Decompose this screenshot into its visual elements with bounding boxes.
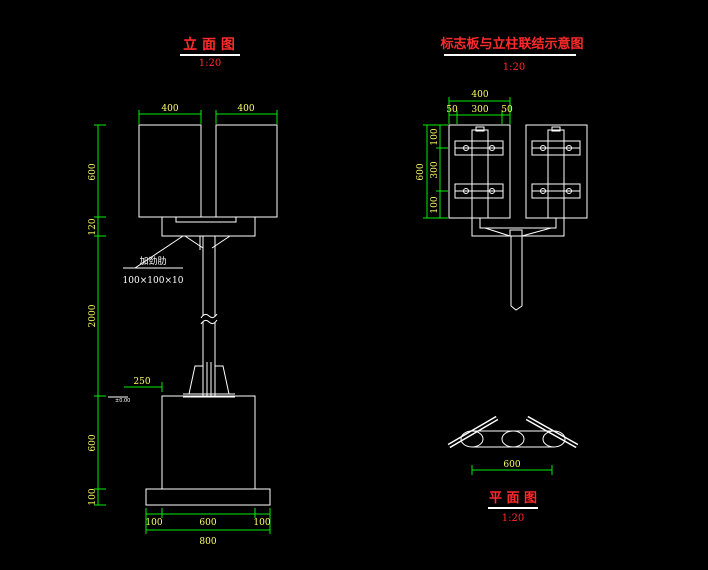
plan-title: 平 面 图 [489, 491, 537, 506]
foundation-base [145, 488, 271, 506]
dim-foundation-height: 600 [88, 434, 98, 451]
conn-top-dimensions [448, 97, 511, 124]
bracket [161, 216, 256, 250]
foundation-block [161, 395, 256, 490]
conn-seg-bot: 100 [430, 196, 440, 213]
rib-size-label: 100×100×10 [123, 276, 184, 286]
connection-title: 标志板与立柱联结示意图 [439, 36, 583, 52]
conn-left-margin: 50 [446, 105, 458, 115]
plan-dimension [471, 465, 553, 475]
conn-right-panel [525, 124, 588, 219]
conn-panel-height: 600 [416, 163, 426, 180]
offset-dimension [124, 382, 163, 392]
left-clamps [454, 126, 504, 219]
dim-pole-height: 2000 [88, 304, 98, 327]
elevation-title: 立 面 图 [183, 36, 235, 53]
dim-pole-offset: 250 [133, 377, 150, 387]
plan-scale: 1:20 [502, 513, 524, 524]
bottom-dimensions [145, 508, 271, 534]
right-sign-panel [215, 124, 278, 218]
conn-left-dimensions [423, 124, 448, 219]
elevation-scale: 1:20 [199, 58, 221, 69]
left-sign-panel [138, 124, 202, 218]
elevation-view: 立 面 图 1:20 [88, 36, 278, 547]
connection-view: 标志板与立柱联结示意图 1:20 [416, 36, 588, 311]
rib-label: 加劲肋 [139, 255, 166, 267]
plan-width: 600 [503, 460, 520, 470]
plan-view: 600 平 面 图 1:20 [447, 415, 579, 524]
dim-base-height: 100 [88, 488, 98, 505]
rib-leader-line [134, 235, 184, 269]
conn-pole [510, 236, 523, 311]
conn-seg-top: 100 [430, 128, 440, 145]
conn-seg-mid: 300 [430, 161, 440, 178]
dim-bottom-mid: 600 [199, 518, 216, 528]
right-clamps [531, 126, 581, 219]
ground-mark: ±0.00 [115, 398, 130, 404]
dim-bottom-left: 100 [145, 518, 162, 528]
dim-bottom-total: 800 [199, 537, 216, 547]
connection-scale: 1:20 [503, 62, 525, 73]
conn-mid-width: 300 [471, 105, 488, 115]
conn-bracket [471, 218, 565, 237]
dim-bracket-height: 120 [88, 218, 98, 235]
left-dimensions [94, 124, 106, 506]
top-right-width: 400 [237, 104, 254, 114]
rib-stiffener [183, 365, 235, 398]
top-dimensions [138, 110, 278, 124]
conn-left-panel [448, 124, 511, 219]
conn-total-width: 400 [471, 90, 488, 100]
conn-right-margin: 50 [501, 105, 513, 115]
dim-panel-height: 600 [88, 163, 98, 180]
plan-outline [447, 415, 579, 449]
top-left-width: 400 [161, 104, 178, 114]
dim-bottom-right: 100 [253, 518, 270, 528]
